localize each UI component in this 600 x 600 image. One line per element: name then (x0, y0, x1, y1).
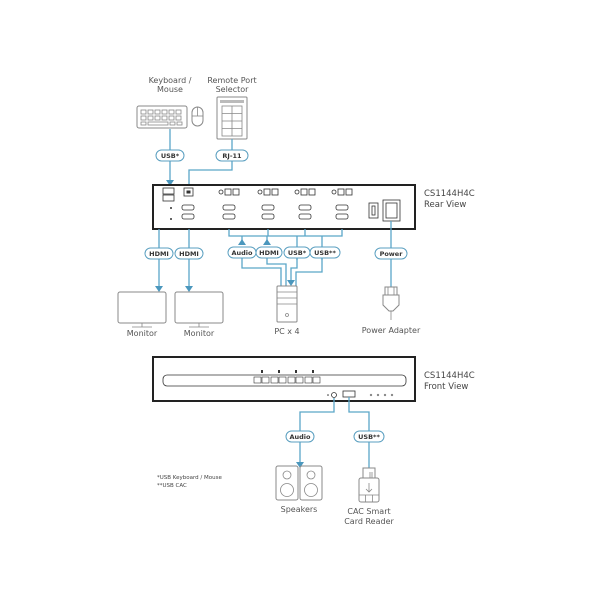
front-view-model: CS1144H4C (424, 371, 475, 381)
arrow-up-icon (263, 239, 271, 245)
pc-connector-cables (241, 258, 323, 286)
tag-hdmi-monitor1: HDMI (144, 247, 174, 260)
tag-rj11: RJ-11 (215, 149, 249, 162)
svg-text:HDMI: HDMI (179, 250, 199, 258)
tag-power: Power (374, 247, 408, 260)
remote-port-selector-label-1: Remote Port (207, 76, 256, 85)
arrow-down-icon (296, 462, 304, 468)
tag-hdmi-monitor2: HDMI (174, 247, 204, 260)
tag-pc-usb: USB* (283, 246, 311, 259)
kvm-front-panel (152, 356, 416, 402)
svg-text:Audio: Audio (231, 249, 253, 257)
pc-port-group (218, 188, 240, 220)
svg-text:USB**: USB** (314, 249, 336, 257)
tag-pc-usb-cac: USB** (309, 246, 341, 259)
pc-tower-icon (276, 285, 298, 323)
pc-bus-cable (228, 229, 343, 237)
remote-port-selector-icon (216, 96, 248, 140)
arrow-down-icon (166, 180, 174, 186)
keyboard-icon (136, 105, 188, 129)
pc-port-group (257, 188, 279, 220)
pc-bus-drops (267, 229, 306, 236)
arrow-down-icon (287, 280, 295, 286)
front-port-indicator (304, 370, 321, 384)
rear-view-model: CS1144H4C (424, 189, 475, 199)
tag-kbd-usb: USB* (155, 149, 185, 162)
remote-port-selector-label-2: Selector (216, 85, 250, 94)
arrow-down-icon (155, 286, 163, 292)
power-plug-icon (382, 286, 400, 320)
tag-pc-hdmi: HDMI (255, 246, 283, 259)
svg-text:RJ-11: RJ-11 (222, 152, 242, 160)
svg-text:USB*: USB* (161, 152, 180, 160)
footnote-usb-keyboard-mouse: *USB Keyboard / Mouse (157, 475, 222, 481)
front-port-indicator (287, 370, 304, 384)
svg-text:USB*: USB* (288, 249, 307, 257)
front-port-indicator (253, 370, 270, 384)
power-adapter-label: Power Adapter (362, 326, 421, 335)
tag-front-usb-cac: USB** (353, 430, 385, 443)
monitor2-label: Monitor (184, 329, 215, 338)
front-port-indicator (270, 370, 287, 384)
speakers-label: Speakers (281, 505, 318, 514)
pc-port-group (331, 188, 353, 220)
speakers-icon (275, 465, 323, 501)
monitor-icon (174, 291, 224, 328)
keyboard-mouse-label-2: Mouse (157, 85, 183, 94)
svg-text:Power: Power (380, 250, 404, 258)
tag-front-audio: Audio (285, 430, 315, 443)
svg-text:HDMI: HDMI (149, 250, 169, 258)
card-reader-label-1: CAC Smart (347, 507, 390, 516)
arrow-down-icon (185, 286, 193, 292)
svg-text:Audio: Audio (289, 433, 311, 441)
svg-text:USB**: USB** (358, 433, 380, 441)
arrow-up-icon (238, 239, 246, 245)
card-reader-label-2: Card Reader (344, 517, 394, 526)
card-reader-icon (358, 467, 380, 503)
power-inlet (368, 199, 401, 222)
mouse-icon (191, 106, 204, 127)
rear-view-title: Rear View (424, 200, 466, 210)
keyboard-mouse-label-1: Keyboard / (149, 76, 192, 85)
pc-port-groups (218, 188, 353, 220)
monitor1-label: Monitor (127, 329, 158, 338)
pc-port-group (294, 188, 316, 220)
pc-label: PC x 4 (274, 327, 299, 336)
tag-pc-audio: Audio (227, 246, 257, 259)
footnote-usb-cac: **USB CAC (157, 483, 187, 489)
monitor-icon (117, 291, 167, 328)
front-view-title: Front View (424, 382, 468, 392)
svg-text:HDMI: HDMI (259, 249, 279, 257)
